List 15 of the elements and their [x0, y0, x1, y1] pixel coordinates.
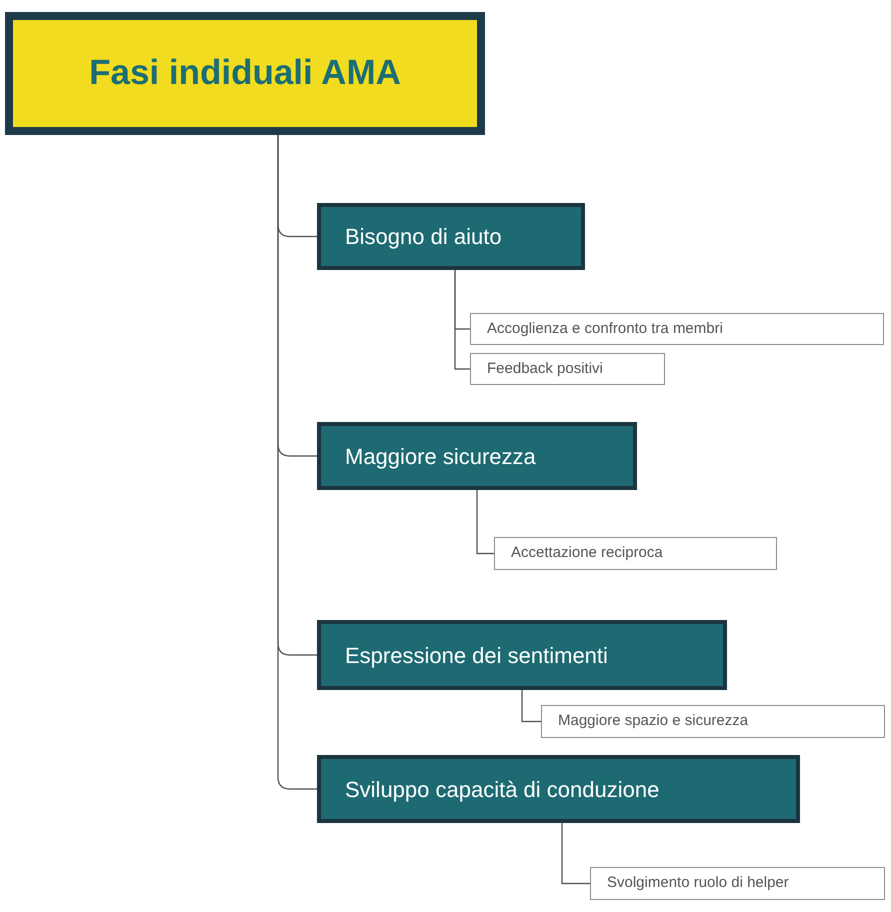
connector-line — [561, 823, 590, 884]
connector-line — [454, 270, 470, 370]
connector-line — [476, 490, 494, 554]
connector-line — [521, 690, 541, 722]
detail-box: Maggiore spazio e sicurezza — [541, 705, 885, 738]
title-box: Fasi indiduali AMA — [5, 12, 485, 135]
connector-line — [277, 135, 317, 790]
detail-box: Svolgimento ruolo di helper — [590, 867, 885, 900]
phase-box: Bisogno di aiuto — [317, 203, 585, 270]
detail-box: Accoglienza e confronto tra membri — [470, 313, 884, 345]
phase-box: Maggiore sicurezza — [317, 422, 637, 490]
detail-box: Accettazione reciproca — [494, 537, 777, 570]
phase-box: Sviluppo capacità di conduzione — [317, 755, 800, 823]
detail-box: Feedback positivi — [470, 353, 665, 385]
phase-box: Espressione dei sentimenti — [317, 620, 727, 690]
